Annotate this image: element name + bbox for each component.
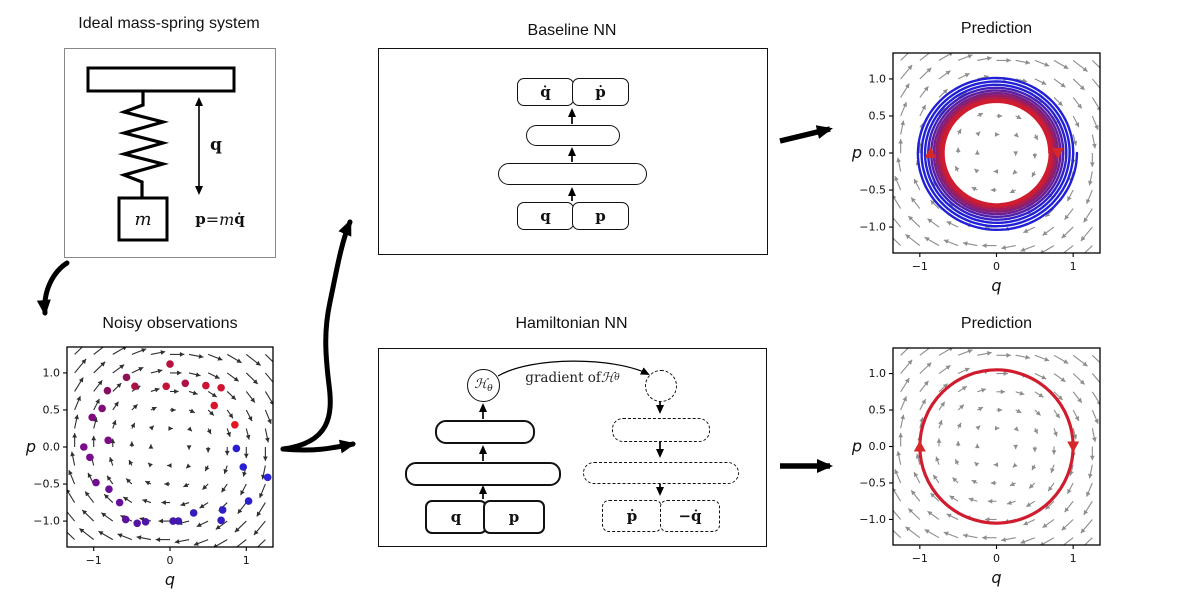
formula-qdot: q̇ xyxy=(234,210,245,228)
hamiltonian-nn-title: Hamiltonian NN xyxy=(515,315,628,332)
baseline-input-p-label: p xyxy=(595,207,606,225)
hnn-output-pdot-label: ṗ xyxy=(626,507,638,525)
baseline-output-pdot-label: ṗ xyxy=(595,83,606,101)
hnn-output-negqdot-label: −q̇ xyxy=(678,507,702,525)
svg-text:1.0: 1.0 xyxy=(43,366,61,379)
hnn-gradient-layer-1 xyxy=(583,462,739,484)
hnn-hamiltonian-node: ℋθ xyxy=(467,369,500,402)
svg-text:1: 1 xyxy=(1070,260,1077,273)
svg-text:1.0: 1.0 xyxy=(869,72,887,85)
hnn-hidden-layer-2 xyxy=(435,420,535,444)
svg-text:0.5: 0.5 xyxy=(43,403,61,416)
svg-text:0: 0 xyxy=(167,554,174,567)
svg-text:0.0: 0.0 xyxy=(869,440,887,453)
svg-text:1: 1 xyxy=(1070,552,1077,565)
hnn-input-q-label: q xyxy=(450,508,462,526)
svg-text:0.0: 0.0 xyxy=(869,147,887,160)
formula-eq: = xyxy=(205,209,220,229)
svg-text:1: 1 xyxy=(243,554,250,567)
mass-label: m xyxy=(134,208,152,230)
svg-text:p: p xyxy=(851,143,862,162)
svg-text:q: q xyxy=(991,276,1001,295)
flow-arrow-system-to-data xyxy=(36,260,70,316)
svg-text:0: 0 xyxy=(993,552,1000,565)
formula-m: m xyxy=(219,209,235,229)
svg-text:0.5: 0.5 xyxy=(869,109,887,122)
prediction-hnn-title: Prediction xyxy=(960,315,1033,332)
svg-text:p: p xyxy=(851,437,862,456)
svg-text:q: q xyxy=(991,568,1001,587)
svg-text:−0.5: −0.5 xyxy=(859,476,886,489)
svg-text:p: p xyxy=(25,437,36,456)
noisy-observations-title: Noisy observations xyxy=(102,315,238,332)
formula-p: p xyxy=(195,210,206,228)
prediction-baseline-title: Prediction xyxy=(960,20,1033,37)
svg-text:−1: −1 xyxy=(912,552,928,565)
svg-text:−0.5: −0.5 xyxy=(859,184,886,197)
mass-spring-title: Ideal mass-spring system xyxy=(78,15,260,32)
svg-text:−1.0: −1.0 xyxy=(859,513,886,526)
baseline-output-qdot-box: q̇ xyxy=(517,78,574,106)
hnn-input-p-box: p xyxy=(483,500,545,534)
hnn-gradient-layer-2 xyxy=(612,418,710,442)
pred-hnn-plot: −1 0 1 1.0 0.5 0.0 −0.5 −1.0 q p xyxy=(851,347,1101,587)
svg-text:0.5: 0.5 xyxy=(869,404,887,417)
svg-text:0.0: 0.0 xyxy=(43,441,61,454)
baseline-nn-title: Baseline NN xyxy=(527,22,617,39)
baseline-input-q-label: q xyxy=(540,207,551,225)
baseline-input-p-box: p xyxy=(572,202,629,230)
noisy-plot: −1 0 1 1.0 0.5 0.0 −0.5 −1.0 q p xyxy=(25,346,274,589)
svg-text:−1: −1 xyxy=(912,260,928,273)
baseline-output-qdot-label: q̇ xyxy=(540,83,551,101)
hnn-output-pdot-box: ṗ xyxy=(602,500,662,532)
svg-text:−1.0: −1.0 xyxy=(859,221,886,234)
hnn-hidden-layer-1 xyxy=(405,462,561,486)
svg-text:−1: −1 xyxy=(86,554,102,567)
hnn-input-q-box: q xyxy=(425,500,487,534)
pred-baseline-plot: −1 0 1 1.0 0.5 0.0 −0.5 −1.0 q p xyxy=(851,52,1101,295)
svg-text:−1.0: −1.0 xyxy=(33,515,60,528)
baseline-hidden-layer-1 xyxy=(498,163,647,185)
hamiltonian-symbol: ℋθ xyxy=(474,377,493,394)
svg-text:−0.5: −0.5 xyxy=(33,478,60,491)
baseline-input-q-box: q xyxy=(517,202,574,230)
baseline-output-pdot-box: ṗ xyxy=(572,78,629,106)
hnn-gradient-node xyxy=(645,370,677,402)
svg-text:0: 0 xyxy=(993,260,1000,273)
baseline-hidden-layer-2 xyxy=(526,125,620,146)
flow-arrow-baseline-to-prediction xyxy=(779,125,833,144)
hnn-input-p-label: p xyxy=(508,508,520,526)
coordinate-q-label: q xyxy=(210,135,222,155)
svg-text:1.0: 1.0 xyxy=(869,367,887,380)
svg-text:q: q xyxy=(165,570,175,589)
hnn-output-negqdot-box: −q̇ xyxy=(660,500,720,532)
